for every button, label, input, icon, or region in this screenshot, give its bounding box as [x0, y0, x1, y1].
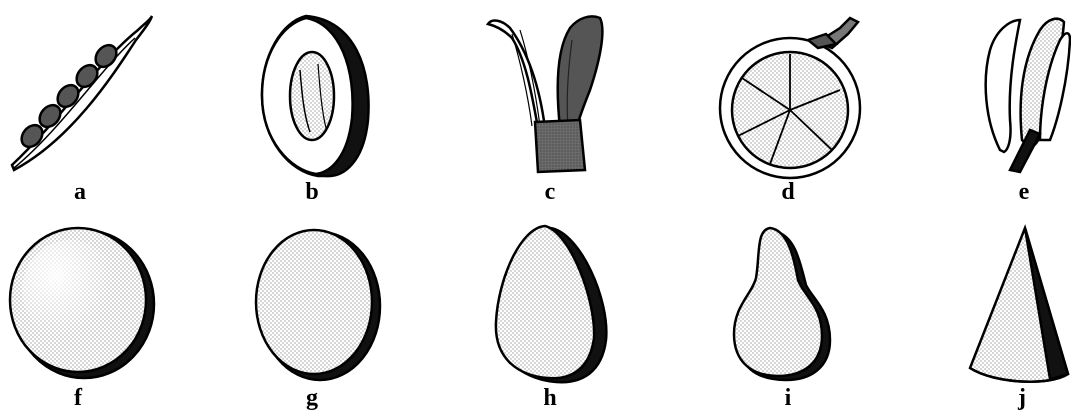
label-c: c	[530, 180, 570, 204]
label-f: f	[58, 386, 98, 410]
figure-d-segmented-fruit	[720, 18, 860, 178]
figure-e-dehiscent-fruit	[986, 19, 1070, 172]
figure-a-pod	[12, 16, 152, 170]
figure-i-pyriform	[734, 228, 830, 380]
label-g: g	[292, 386, 332, 410]
label-j: j	[1002, 386, 1042, 410]
figure-b-drupe	[262, 16, 369, 176]
figure-c-winged-seed	[488, 16, 602, 172]
figure-g-ellipsoid	[256, 230, 380, 380]
label-h: h	[530, 386, 570, 410]
label-e: e	[1004, 180, 1044, 204]
label-d: d	[768, 180, 808, 204]
figure-h-ovoid	[496, 226, 606, 382]
label-i: i	[768, 386, 808, 410]
figure-f-globose	[10, 228, 154, 378]
label-a: a	[60, 180, 100, 204]
figure-j-conical	[970, 228, 1068, 382]
label-b: b	[292, 180, 332, 204]
